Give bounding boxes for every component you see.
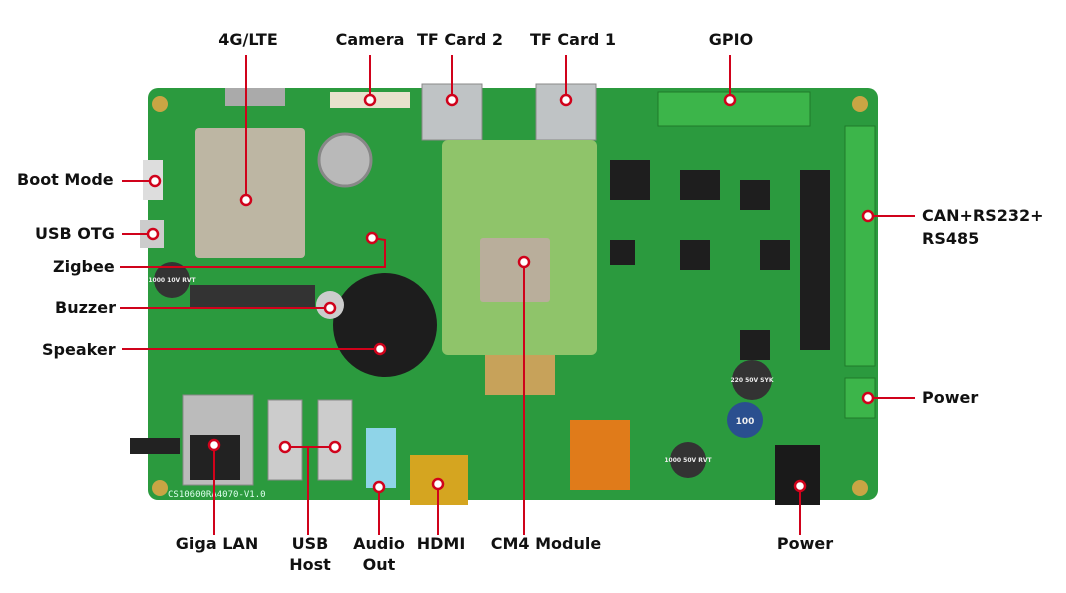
m2-slot bbox=[190, 285, 315, 307]
label-gpio: GPIO bbox=[708, 30, 754, 49]
mounting-holes bbox=[152, 96, 868, 496]
can-rs-terminal bbox=[844, 125, 876, 367]
cm4-soc bbox=[480, 238, 550, 302]
label-audio-out-2: Out bbox=[362, 555, 396, 574]
leader-lines bbox=[120, 55, 915, 535]
label-power-bottom: Power bbox=[776, 534, 834, 553]
capacitor-3-marking: 1000 50V RVT bbox=[664, 457, 712, 464]
ic-chips bbox=[610, 160, 830, 360]
led-pipe bbox=[130, 438, 180, 454]
inductor-marking: 100 bbox=[736, 417, 755, 427]
label-4g-lte: 4G/LTE bbox=[218, 30, 278, 49]
dc-jack bbox=[775, 445, 820, 505]
label-rs485: RS485 bbox=[922, 229, 980, 248]
label-usb-host-1: USB bbox=[291, 534, 329, 553]
ffc-cable bbox=[485, 355, 555, 395]
label-power-right: Power bbox=[922, 388, 979, 407]
label-audio-out-1: Audio bbox=[353, 534, 405, 553]
label-can-rs232: CAN+RS232+ bbox=[922, 206, 1044, 225]
usb-host-port-1 bbox=[267, 399, 303, 481]
silkscreen-text: CS10600RA4070-V1.0 bbox=[168, 490, 266, 500]
capacitor bbox=[670, 442, 706, 478]
label-zigbee: Zigbee bbox=[53, 257, 115, 276]
audio-jack bbox=[366, 428, 396, 488]
coin-cell bbox=[317, 132, 373, 188]
label-tf-card-2: TF Card 2 bbox=[417, 30, 503, 49]
label-speaker: Speaker bbox=[42, 340, 116, 359]
label-hdmi: HDMI bbox=[416, 534, 466, 553]
capacitor-1-marking: 1000 10V RVT bbox=[148, 277, 196, 284]
capacitor bbox=[154, 262, 190, 298]
label-boot-mode: Boot Mode bbox=[17, 170, 114, 189]
gpio-terminal bbox=[657, 91, 811, 127]
label-camera: Camera bbox=[335, 30, 405, 49]
label-giga-lan: Giga LAN bbox=[175, 534, 259, 553]
label-usb-otg: USB OTG bbox=[35, 224, 115, 243]
sim-slot bbox=[225, 88, 285, 106]
label-tf-card-1: TF Card 1 bbox=[530, 30, 616, 49]
leader-dots bbox=[146, 93, 875, 494]
label-usb-host-2: Host bbox=[289, 555, 331, 574]
usb-host-port-2 bbox=[317, 399, 353, 481]
label-cm4-module: CM4 Module bbox=[490, 534, 602, 553]
capacitor bbox=[732, 360, 772, 400]
capacitor-2-marking: 220 50V SYK bbox=[730, 377, 773, 384]
display-connector bbox=[570, 420, 630, 490]
speaker bbox=[333, 273, 437, 377]
inductor bbox=[727, 402, 763, 438]
lte-module bbox=[195, 128, 305, 258]
label-buzzer: Buzzer bbox=[55, 298, 116, 317]
